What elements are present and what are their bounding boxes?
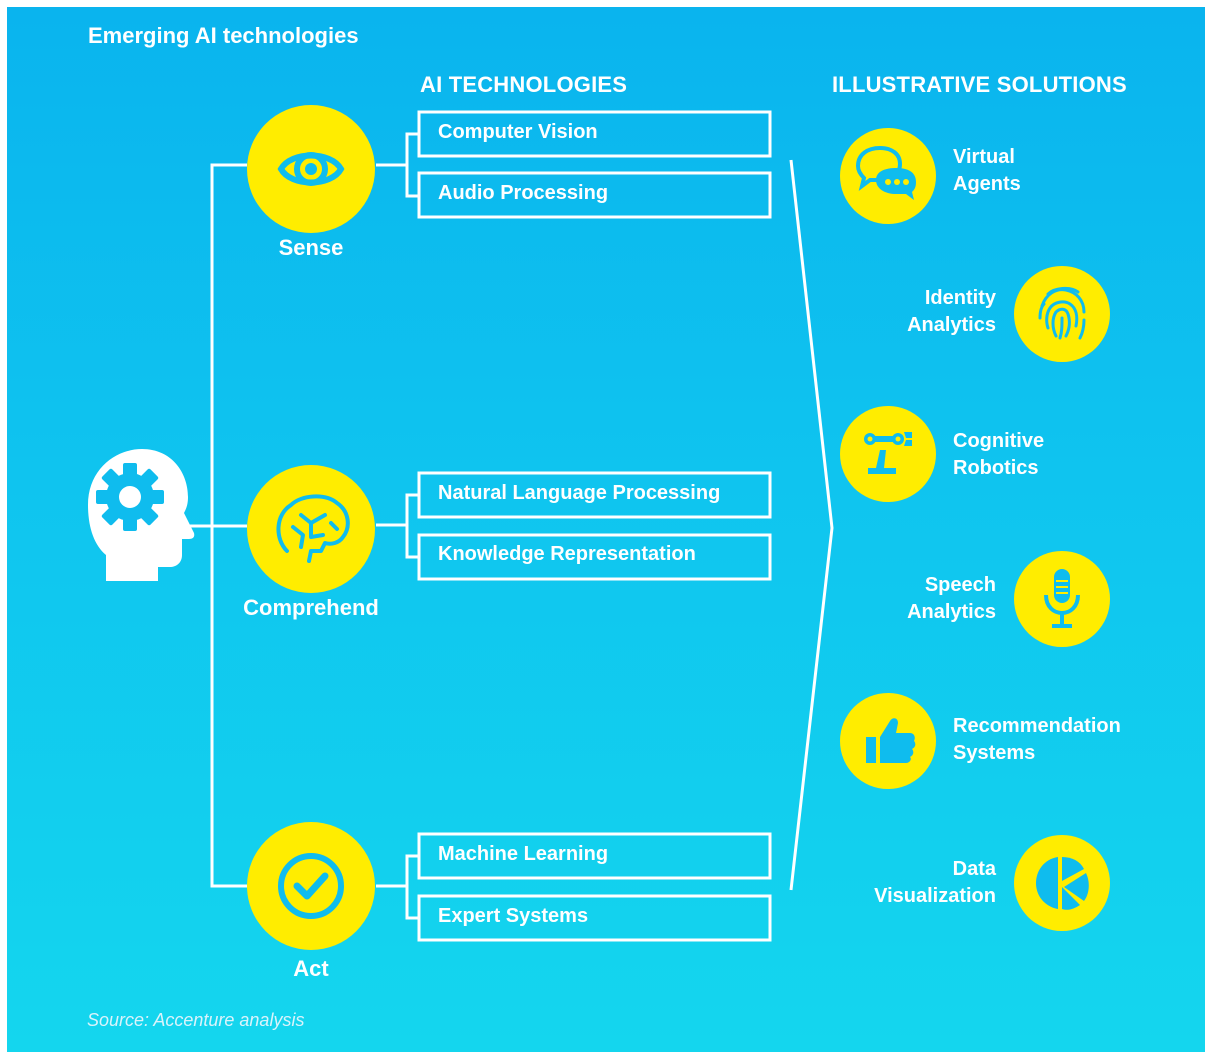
category-label-sense: Sense [278,235,344,260]
robot-arm-icon [864,432,912,474]
solution-label-data-visualization: Data Visualization [874,856,996,910]
solution-label-line1: Recommendation [953,715,1121,737]
pie-chart-icon [1036,857,1089,910]
tech-box-knowledge-representation [417,533,772,581]
solution-label-line2: Visualization [874,885,996,907]
thumbs-up-icon [866,718,916,763]
column-header-solutions: ILLUSTRATIVE SOLUTIONS [832,72,1127,97]
solution-label-speech-analytics: Speech Analytics [907,572,996,626]
brain-icon [276,494,350,563]
solution-circle-identity-analytics [1014,266,1110,362]
sense-circle [247,105,375,233]
solution-circle-data-visualization [1014,835,1110,931]
act-circle [247,822,375,950]
fingerprint-icon [1038,286,1086,340]
eye-icon [277,152,345,186]
solution-label-line1: Identity [924,287,996,309]
solution-label-line1: Speech [924,574,996,596]
source-note: Source: Accenture analysis [87,1010,305,1030]
tech-label: Expert Systems [438,905,589,927]
tech-label: Knowledge Representation [438,543,696,565]
solution-circle-recommendation-systems [840,693,936,789]
head-gear-icon [88,449,195,581]
solution-label-line2: Robotics [953,457,1039,479]
tech-box-nlp [417,471,772,519]
page-title: Emerging AI technologies [88,23,359,48]
tech-box-machine-learning [417,832,772,880]
comprehend-bracket-v [405,493,419,559]
comprehend-circle [247,465,375,593]
category-label-act: Act [293,956,329,981]
solution-label-identity-analytics: Identity Analytics [907,285,996,339]
solution-label-line2: Analytics [907,314,996,336]
sense-bracket-v [405,132,419,198]
solution-label-line1: Data [952,858,996,880]
solution-label-line1: Cognitive [953,430,1045,452]
solution-label-recommendation-systems: Recommendation Systems [953,713,1121,767]
tech-label: Natural Language Processing [438,482,721,504]
chat-bubbles-icon [855,145,916,200]
solution-label-line2: Agents [953,173,1021,195]
solution-label-line2: Analytics [907,601,996,623]
solution-circle-cognitive-robotics [840,406,936,502]
column-header-technologies: AI TECHNOLOGIES [420,72,628,97]
tech-label: Audio Processing [438,182,609,204]
category-label-comprehend: Comprehend [243,595,379,620]
chevron-arrow [789,159,834,891]
solution-circle-speech-analytics [1014,551,1110,647]
tech-label: Machine Learning [438,843,609,865]
solution-label-virtual-agents: Virtual Agents [953,144,1021,198]
solution-label-cognitive-robotics: Cognitive Robotics [953,428,1044,482]
tech-box-audio-processing [417,171,772,219]
checkmark-icon [278,853,344,919]
tech-label: Computer Vision [438,121,598,143]
microphone-icon [1044,569,1080,628]
tech-box-computer-vision [417,110,772,158]
solution-label-line2: Systems [953,742,1036,764]
solution-circle-virtual-agents [840,128,936,224]
act-bracket-v [405,854,419,920]
tech-box-expert-systems [417,894,772,942]
solution-label-line1: Virtual [953,146,1015,168]
